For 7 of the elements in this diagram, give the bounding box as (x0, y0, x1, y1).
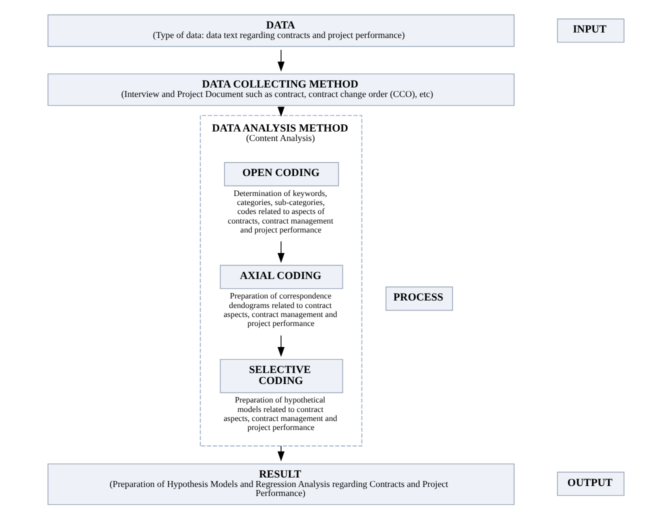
arrow (277, 240, 284, 263)
node-label: Preparation of correspondence dendograms related to contract aspects, contract management and project performance (223, 292, 337, 328)
arrow (277, 50, 284, 72)
node-label: Determination of keywords, categories, sub-categories, codes related to aspects of contracts, contract management and project performance (227, 188, 333, 234)
arrow (277, 446, 284, 462)
arrow (277, 335, 284, 357)
node-label: Preparation of hypothetical models related to contract aspects, contract management and project performance (223, 396, 337, 432)
